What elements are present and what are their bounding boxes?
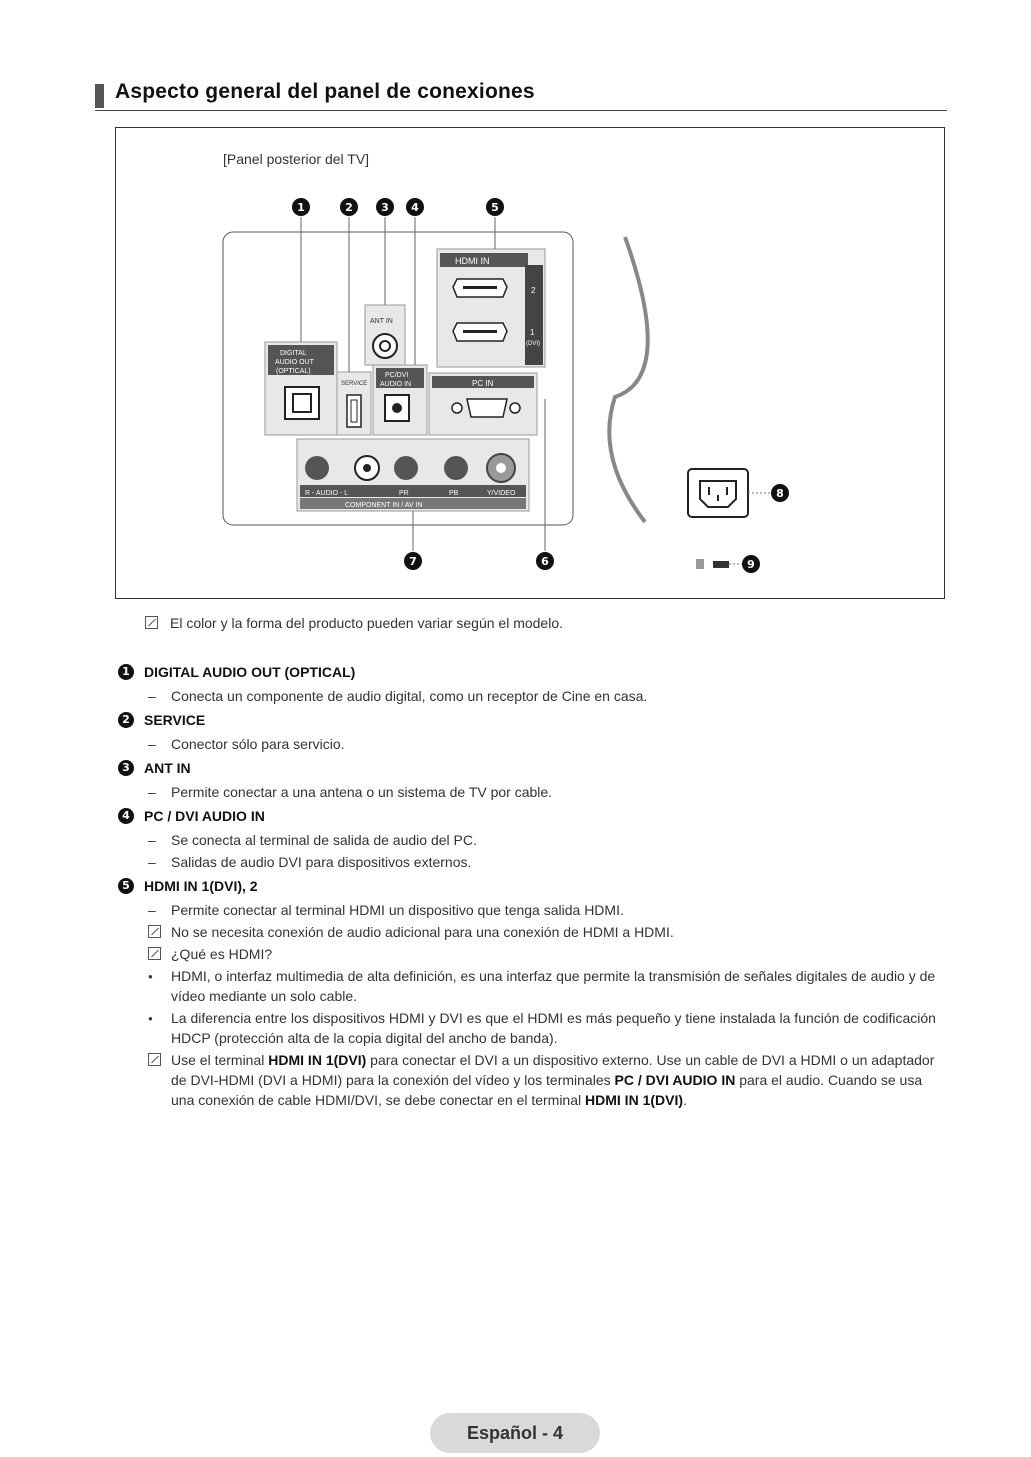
service-block: SERVICE <box>336 371 372 436</box>
power-socket <box>687 468 771 518</box>
item-pc-dvi-audio-in: 4 PC / DVI AUDIO IN <box>118 806 938 826</box>
item-note: ¿Qué es HDMI? <box>118 944 938 964</box>
item-number-badge: 5 <box>118 878 134 894</box>
model-variation-note: El color y la forma del producto pueden … <box>145 615 563 631</box>
rear-panel-diagram: HDMI IN 2 1 (DVI) ANT IN DIGITAL AUDIO O… <box>222 198 789 573</box>
callout-2: 2 <box>345 201 353 214</box>
page-title: Aspecto general del panel de conexiones <box>115 80 535 103</box>
item-line: Permite conectar al terminal HDMI un dis… <box>118 900 938 920</box>
item-bullet: HDMI, o interfaz multimedia de alta defi… <box>118 966 938 1006</box>
hdmi-in-block: HDMI IN 2 1 (DVI) <box>436 248 546 368</box>
ant-in-block: ANT IN <box>364 304 406 366</box>
item-bullet: La diferencia entre los dispositivos HDM… <box>118 1008 938 1048</box>
item-note: Use el terminal HDMI IN 1(DVI) para cone… <box>118 1050 938 1110</box>
item-note: No se necesita conexión de audio adicion… <box>118 922 938 942</box>
callout-4: 4 <box>411 201 419 214</box>
item-ant-in: 3 ANT IN <box>118 758 938 778</box>
diagram-frame <box>115 127 945 599</box>
connector-list: 1 DIGITAL AUDIO OUT (OPTICAL) Conecta un… <box>118 658 938 1110</box>
digital-audio-out-block: DIGITAL AUDIO OUT (OPTICAL) <box>264 341 338 436</box>
rca-pr-label: PR <box>399 490 409 497</box>
rca-video-label: Y/VIDEO <box>487 490 516 497</box>
pcdvi-label-1: PC/DVI <box>385 372 408 379</box>
callout-leaders <box>300 217 546 551</box>
rca-pb-label: PB <box>449 490 459 497</box>
diagram-caption: [Panel posterior del TV] <box>223 151 370 167</box>
hdmi-1-sub-label: (DVI) <box>526 341 540 347</box>
hdmi-in-label: HDMI IN <box>455 256 490 266</box>
item-line: Permite conectar a una antena o un siste… <box>118 782 938 802</box>
rca-audio-label: R - AUDIO - L <box>305 490 348 497</box>
item-title: SERVICE <box>144 712 206 728</box>
pc-dvi-audio-in-block: PC/DVI AUDIO IN <box>372 364 428 436</box>
callout-7: 7 <box>409 555 417 568</box>
note-text: El color y la forma del producto pueden … <box>170 615 563 631</box>
item-hdmi-in: 5 HDMI IN 1(DVI), 2 <box>118 876 938 896</box>
page-number-label: Español - 4 <box>466 1422 564 1443</box>
component-av-block: R - AUDIO - L PR PB Y/VIDEO COMPONENT IN… <box>296 438 530 512</box>
item-line: Se conecta al terminal de salida de audi… <box>118 830 938 850</box>
item-number-badge: 2 <box>118 712 134 728</box>
page-footer: Español - 4 <box>430 1413 600 1453</box>
callout-9: 9 <box>747 558 755 571</box>
callout-5: 5 <box>491 201 499 214</box>
note-icon <box>148 925 161 938</box>
item-line: Conecta un componente de audio digital, … <box>118 686 938 706</box>
service-label: SERVICE <box>341 381 367 387</box>
section-title-bar: Aspecto general del panel de conexiones <box>95 80 947 111</box>
hdmi-2-label: 2 <box>531 286 536 295</box>
item-title: HDMI IN 1(DVI), 2 <box>144 878 258 894</box>
item-number-badge: 1 <box>118 664 134 680</box>
note-icon <box>145 616 158 629</box>
callout-8: 8 <box>776 487 784 500</box>
digital-label-1: DIGITAL <box>280 350 307 357</box>
callout-6: 6 <box>541 555 549 568</box>
note-icon <box>148 1053 161 1066</box>
item-digital-audio-out: 1 DIGITAL AUDIO OUT (OPTICAL) <box>118 662 938 682</box>
item-title: ANT IN <box>144 760 191 776</box>
digital-label-3: (OPTICAL) <box>276 368 311 375</box>
digital-label-2: AUDIO OUT <box>275 359 315 366</box>
item-line: Salidas de audio DVI para dispositivos e… <box>118 852 938 872</box>
item-service: 2 SERVICE <box>118 710 938 730</box>
component-in-label: COMPONENT IN / AV IN <box>345 502 423 509</box>
callout-3: 3 <box>381 201 389 214</box>
item-line: Conector sólo para servicio. <box>118 734 938 754</box>
tv-side-curve <box>607 236 650 524</box>
pcdvi-label-2: AUDIO IN <box>380 381 411 388</box>
title-marker <box>95 84 104 108</box>
kensington-lock <box>696 559 743 569</box>
callout-numbers: 1 2 3 4 5 6 7 8 9 <box>292 198 789 573</box>
hdmi-dvi-note: Use el terminal HDMI IN 1(DVI) para cone… <box>171 1052 935 1108</box>
pc-in-block: PC IN <box>428 372 538 436</box>
panel-outline <box>222 231 574 526</box>
pc-in-label: PC IN <box>472 379 494 388</box>
hdmi-1-label: 1 <box>530 328 535 337</box>
item-title: DIGITAL AUDIO OUT (OPTICAL) <box>144 664 356 680</box>
callout-1: 1 <box>297 201 305 214</box>
item-number-badge: 3 <box>118 760 134 776</box>
ant-in-label: ANT IN <box>370 318 393 325</box>
note-icon <box>148 947 161 960</box>
item-number-badge: 4 <box>118 808 134 824</box>
item-title: PC / DVI AUDIO IN <box>144 808 265 824</box>
